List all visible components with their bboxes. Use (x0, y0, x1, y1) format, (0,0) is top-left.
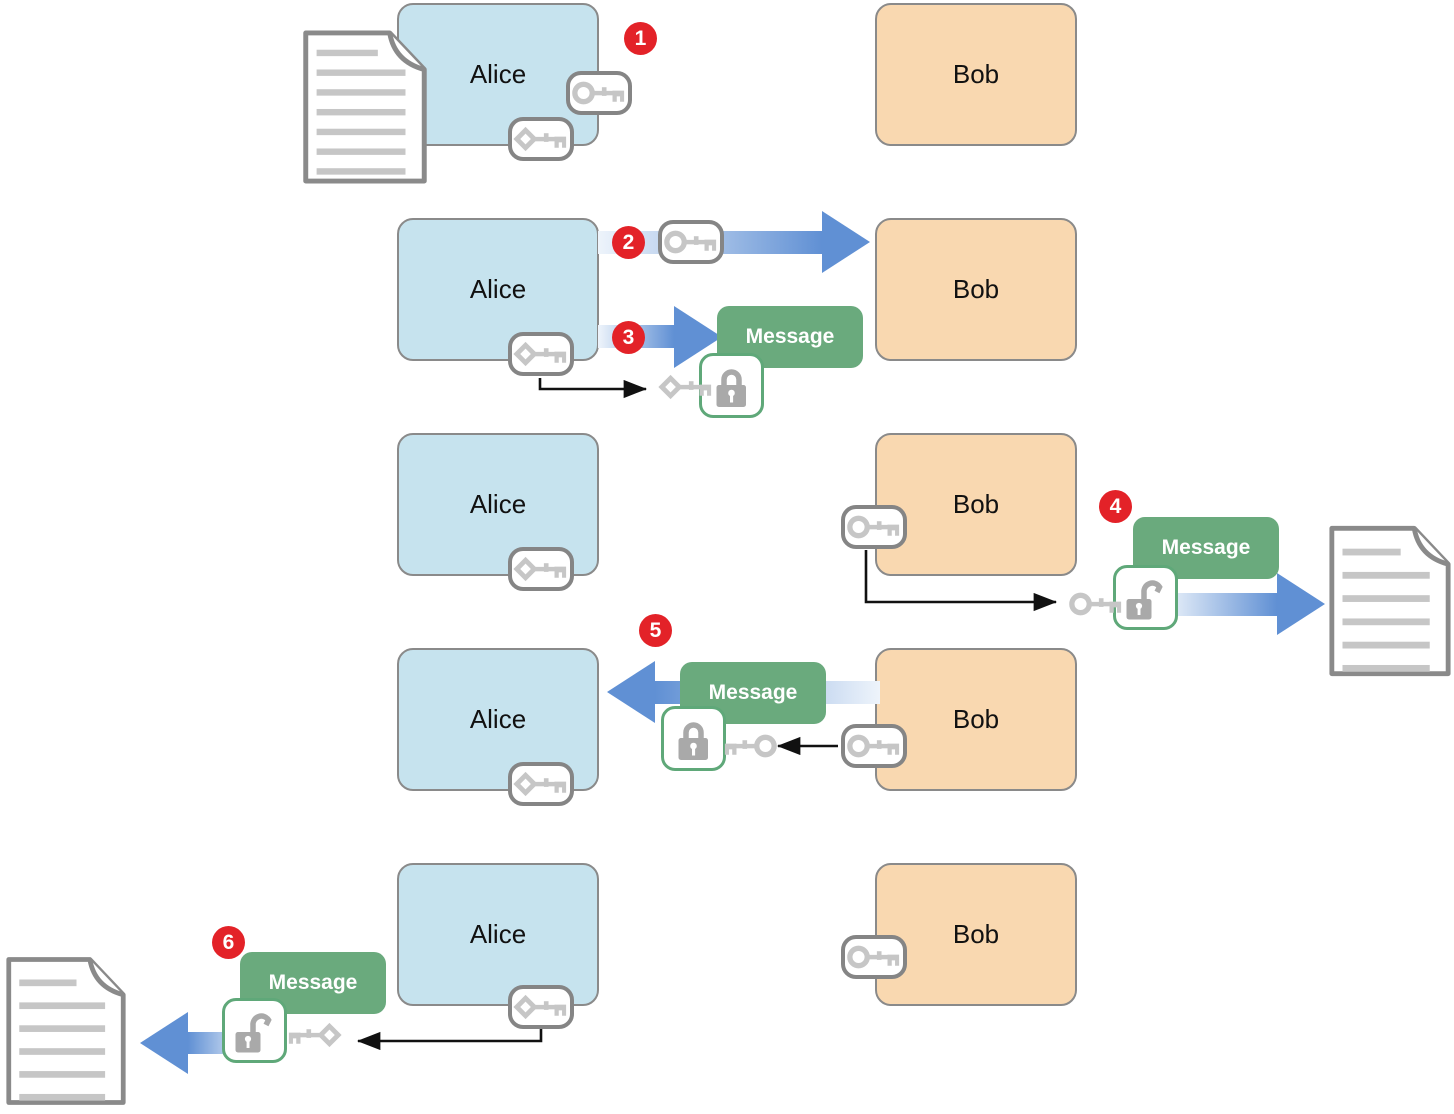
bob-box-row3: Bob (875, 433, 1077, 576)
private-key-icon (508, 117, 574, 161)
alice-label: Alice (469, 919, 527, 949)
bob-label: Bob (952, 489, 1000, 519)
step-number: 4 (1109, 494, 1122, 518)
decrypted-reply-document-icon (4, 950, 128, 1114)
bob-box-row1: Bob (875, 3, 1077, 146)
step-badge-4: 4 (1099, 490, 1132, 523)
step-badge-5: 5 (639, 614, 672, 647)
public-key-icon (658, 220, 724, 264)
bob-label: Bob (952, 704, 1000, 734)
step-number: 1 (634, 26, 647, 50)
private-key-icon (508, 547, 574, 591)
message-label: Message (708, 681, 798, 704)
encrypted-message-box-step3: Message (717, 306, 863, 368)
private-key-icon (286, 1018, 342, 1057)
encrypted-message-box-step5: Message (680, 662, 826, 724)
message-label: Message (1161, 536, 1251, 559)
step-badge-2: 2 (612, 226, 645, 259)
private-key-icon (508, 332, 574, 376)
decrypted-document-icon (1327, 520, 1453, 687)
private-key-icon (658, 370, 714, 409)
step-number: 2 (622, 230, 635, 254)
public-key-icon (722, 729, 778, 768)
step-number: 5 (649, 618, 662, 642)
padlock-locked-icon (699, 353, 764, 418)
arrow-decrypted-to-document-head (1277, 573, 1325, 635)
private-key-icon (508, 985, 574, 1029)
arrow-decrypted-to-document (1163, 593, 1277, 616)
step-badge-3: 3 (612, 321, 645, 354)
alice-label: Alice (469, 704, 527, 734)
message-label: Message (745, 325, 835, 348)
arrow-send-public-key-head (822, 211, 870, 273)
bob-label: Bob (952, 274, 1000, 304)
padlock-unlocked-icon (222, 998, 287, 1063)
bob-box-row5: Bob (875, 863, 1077, 1006)
alice-label: Alice (469, 274, 527, 304)
step-badge-1: 1 (624, 22, 657, 55)
bob-box-row4: Bob (875, 648, 1077, 791)
padlock-unlocked-icon (1113, 565, 1178, 630)
step-number: 6 (222, 930, 235, 954)
bob-label: Bob (952, 59, 1000, 89)
message-label: Message (268, 971, 358, 994)
public-key-icon (841, 935, 907, 979)
padlock-locked-icon (661, 706, 726, 771)
decrypted-message-box-step6: Message (240, 952, 386, 1014)
alice-box-row5: Alice (397, 863, 599, 1006)
step-number: 3 (622, 325, 635, 349)
bob-box-row2: Bob (875, 218, 1077, 361)
plaintext-document-icon (300, 28, 430, 191)
arrow-decrypted-reply-to-document-head (140, 1012, 188, 1074)
alice-label: Alice (469, 489, 527, 519)
public-key-icon (841, 505, 907, 549)
alice-label: Alice (469, 59, 527, 89)
bob-label: Bob (952, 919, 1000, 949)
step-badge-6: 6 (212, 926, 245, 959)
public-key-icon (841, 724, 907, 768)
arrow-reply-to-alice-head (607, 661, 655, 723)
private-key-icon (508, 762, 574, 806)
public-key-icon (1068, 587, 1124, 626)
public-key-icon (566, 71, 632, 115)
